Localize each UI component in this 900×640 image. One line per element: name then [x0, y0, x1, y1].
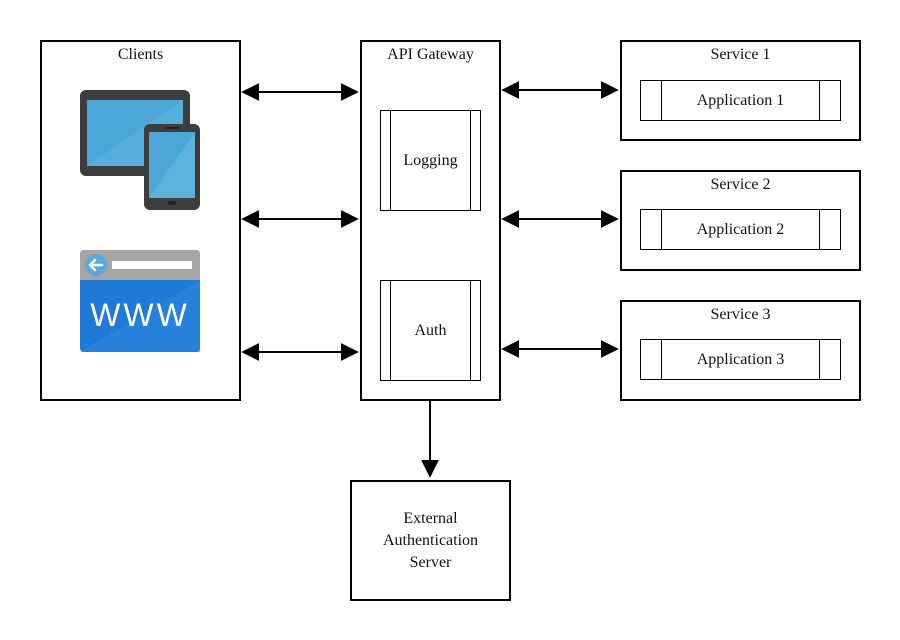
browser-www-text: WWW: [90, 297, 190, 333]
logging-label: Logging: [403, 151, 458, 169]
auth-module: Auth: [380, 280, 481, 381]
service-3-title: Service 3: [710, 306, 771, 323]
external-auth-line1: External: [403, 509, 458, 527]
application-2-module: Application 2: [640, 209, 841, 250]
browser-www-icon: WWW: [80, 250, 200, 352]
application-2-label: Application 2: [696, 220, 785, 238]
external-auth-line2: Authentication: [382, 531, 479, 549]
tablet-phone-icon: [80, 90, 200, 210]
service-2-title: Service 2: [710, 176, 771, 193]
clients-title: Clients: [117, 46, 164, 63]
application-1-module: Application 1: [640, 80, 841, 121]
external-auth-line3: Server: [409, 553, 452, 571]
logging-module: Logging: [380, 110, 481, 211]
application-1-label: Application 1: [696, 91, 785, 109]
api-gateway-title: API Gateway: [387, 46, 474, 63]
application-3-label: Application 3: [696, 350, 785, 368]
external-auth-server-box: External Authentication Server: [350, 480, 511, 601]
application-3-module: Application 3: [640, 339, 841, 380]
auth-label: Auth: [414, 321, 447, 339]
service-1-title: Service 1: [710, 46, 771, 63]
